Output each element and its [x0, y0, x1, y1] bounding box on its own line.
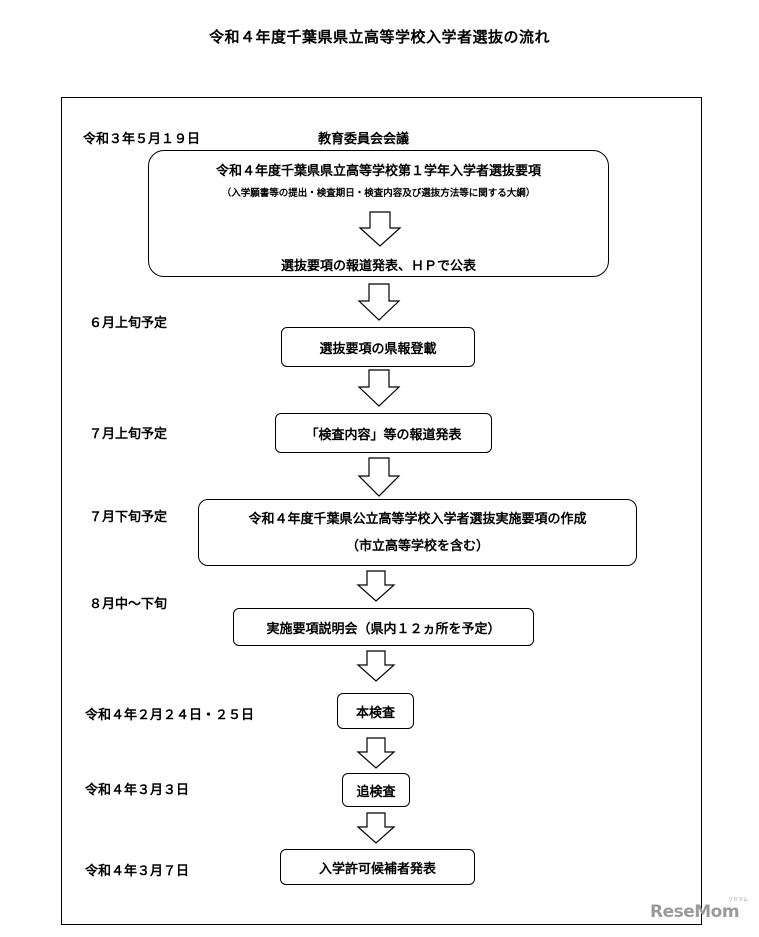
arrow-down-icon [357, 283, 401, 321]
resemom-logo: ReseMom [650, 902, 740, 922]
step-line1-3: 令和４年度千葉県公立高等学校入学者選抜実施要項の作成 [248, 512, 587, 527]
step-box-0 [148, 150, 609, 277]
arrow-down-icon [356, 737, 396, 769]
step-line2-0: （入学願書等の提出・検査期日・検査内容及び選抜方法等に関する大綱） [221, 188, 536, 199]
step-date-5: 令和４年２月２４日・２５日 [85, 708, 255, 723]
step-box-6: 追検査 [342, 773, 410, 807]
step-box-3 [198, 499, 637, 566]
step-line3-0: 選抜要項の報道発表、ＨＰで公表 [280, 259, 476, 274]
step-date-0: 令和３年５月１９日 [83, 132, 201, 147]
step-box-4: 実施要項説明会（県内１２ヵ所を予定） [233, 608, 534, 646]
resemom-logo-sub: リセマム [728, 897, 749, 903]
step-date-4: ８月中～下旬 [89, 597, 168, 612]
step-date-7: 令和４年３月７日 [85, 864, 190, 879]
step-box-2: 「検査内容」等の報道発表 [275, 413, 492, 453]
step-date-1: ６月上旬予定 [89, 316, 168, 331]
step-heading-0: 教育委員会会議 [318, 132, 410, 147]
arrow-down-icon [356, 812, 396, 844]
step-box-5: 本検査 [337, 693, 414, 729]
arrow-down-icon [356, 570, 396, 602]
arrow-down-icon [357, 369, 401, 407]
step-date-6: 令和４年３月３日 [85, 783, 190, 798]
arrow-down-icon [357, 457, 401, 497]
flow-frame [61, 97, 702, 925]
arrow-down-icon [358, 211, 402, 247]
step-box-1: 選抜要項の県報登載 [281, 327, 475, 367]
page-title: 令和４年度千葉県県立高等学校入学者選抜の流れ [208, 28, 550, 46]
arrow-down-icon [356, 650, 396, 682]
step-box-7: 入学許可候補者発表 [280, 849, 475, 885]
step-line2-3: （市立高等学校を含む） [345, 539, 489, 554]
step-date-3: ７月下旬予定 [89, 510, 168, 525]
step-line1-0: 令和４年度千葉県県立高等学校第１学年入学者選抜要項 [215, 164, 541, 179]
step-date-2: ７月上旬予定 [89, 427, 168, 442]
